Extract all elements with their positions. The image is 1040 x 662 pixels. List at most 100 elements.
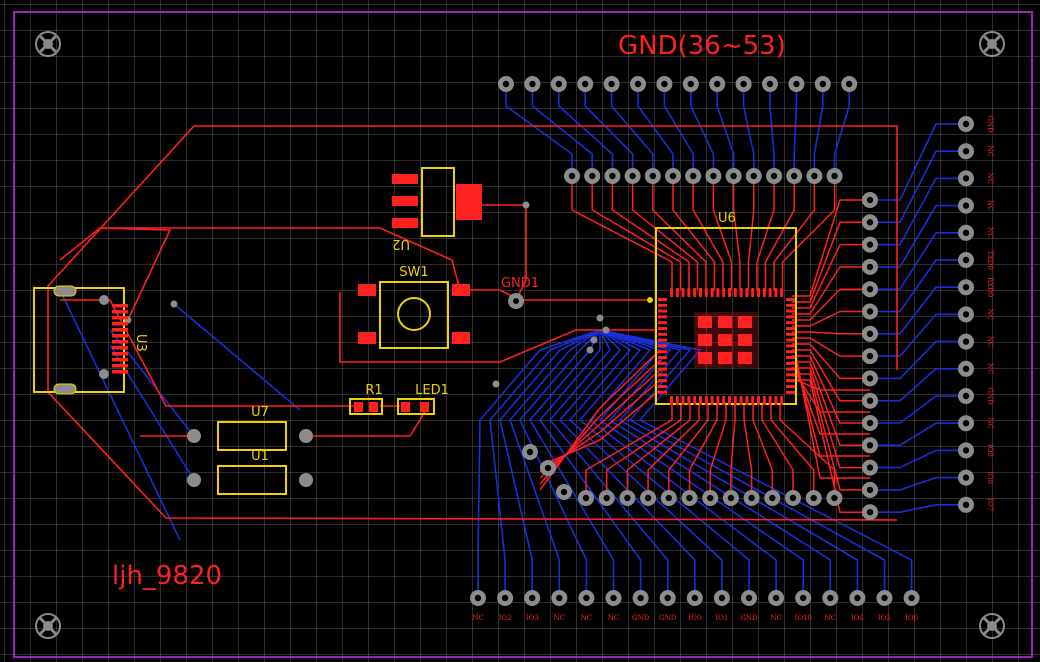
module-pad (660, 490, 677, 506)
header-pad (498, 76, 514, 92)
r1-component: R1 (349, 383, 383, 415)
via (602, 326, 610, 334)
header-pad (958, 224, 974, 241)
u2-tab-pad (456, 184, 482, 220)
led1-component: LED1 (397, 383, 449, 415)
module-pad (862, 303, 878, 320)
header-pad (958, 252, 974, 268)
module-pad (665, 168, 681, 184)
module-pad (722, 490, 739, 506)
module-pad (862, 192, 878, 208)
module-pad (862, 281, 878, 298)
module-pad (681, 490, 698, 506)
right-pin-label: IO8 (986, 471, 994, 484)
sw1-outline (379, 281, 449, 349)
header-pad (709, 76, 726, 92)
top-copper-traces (47, 125, 898, 521)
u3-usb-connector: U3 (33, 285, 148, 395)
u1-component: U1 (187, 449, 313, 495)
header-pad (713, 590, 730, 606)
outer-trace (47, 125, 898, 521)
bottom-pin-label: IO5 (878, 614, 891, 622)
header-pad (659, 590, 676, 606)
sw1-designator: SW1 (399, 265, 428, 280)
module-pad (862, 415, 878, 431)
right-pin-label: NC (986, 227, 994, 238)
bottom-pin-label: NC (608, 614, 619, 622)
u2-component: U2 (392, 167, 482, 251)
module-pad (624, 168, 641, 184)
u7-pad-2 (299, 429, 313, 443)
bottom-pin-label: NC (472, 614, 483, 622)
led1-pad-1 (401, 402, 410, 412)
header-pad (958, 279, 974, 296)
header-pad (656, 76, 673, 92)
right-pin-label: IO9 (986, 444, 994, 457)
bottom-pin-label: NC (581, 614, 592, 622)
u6-fanout-traces (539, 176, 870, 513)
bottom-pin-label: NC (554, 614, 565, 622)
u6-center-pads (698, 316, 752, 364)
right-pin-label: TXD0 (986, 250, 994, 270)
u3-hole-1 (99, 295, 109, 305)
sw1-pad-1 (358, 284, 376, 296)
module-pad (556, 484, 572, 500)
header-pad (682, 76, 699, 92)
module-pad (862, 392, 878, 409)
module-pad (705, 168, 722, 184)
bottom-pin-label: NC (825, 614, 836, 622)
right-pin-label: RXD0 (986, 277, 994, 297)
u1-designator: U1 (251, 449, 269, 464)
header-pad (762, 76, 778, 92)
right-pin-label: GND (986, 387, 994, 405)
module-pad (862, 437, 878, 454)
pads-top-row-inner (564, 168, 843, 184)
module-pad (862, 236, 878, 253)
module-pad (786, 168, 803, 184)
right-pin-label: NC (986, 336, 994, 347)
module-pad (826, 168, 843, 184)
u2-outline (421, 167, 455, 237)
sw1-pad-3 (358, 332, 376, 344)
via (596, 314, 604, 322)
via (170, 300, 178, 308)
sw1-button (397, 297, 431, 331)
mounting-holes (35, 31, 1005, 639)
bottom-pin-label: GND (740, 614, 758, 622)
module-pad (862, 481, 878, 498)
module-pad (862, 348, 878, 365)
module-pad (805, 490, 822, 506)
module-pad (619, 490, 636, 506)
header-pad (849, 590, 866, 606)
header-pad (958, 360, 974, 377)
module-pad (862, 214, 878, 231)
inner-trace-e (339, 292, 656, 363)
module-pad (862, 504, 878, 521)
led1-pad-2 (420, 402, 429, 412)
right-pin-label: NC (986, 309, 994, 320)
gnd1-label: GND1 (501, 276, 539, 291)
right-pin-label: NC (986, 417, 994, 428)
u6-designator: U6 (718, 211, 736, 226)
via (522, 201, 530, 209)
bottom-pin-label: IO0 (688, 614, 701, 622)
right-pin-label: NC (986, 145, 994, 156)
header-pad (577, 76, 594, 92)
r1-pad-1 (354, 402, 363, 412)
module-pad (604, 168, 621, 184)
u1-pad-1 (187, 473, 201, 487)
u7-outline (217, 421, 287, 451)
right-pin-label: NC (986, 200, 994, 211)
header-pad (550, 76, 567, 92)
u2-pad-3 (392, 218, 418, 228)
pads-bottom-row-inner (522, 444, 843, 506)
header-pad (735, 76, 752, 92)
u1-outline (217, 465, 287, 495)
module-pad (785, 490, 801, 506)
bottom-pin-label: NC (770, 614, 781, 622)
inner-trace-f (60, 299, 356, 407)
mounting-hole (979, 613, 1005, 639)
sw1-pad-2 (452, 284, 470, 296)
header-pad (788, 76, 805, 92)
